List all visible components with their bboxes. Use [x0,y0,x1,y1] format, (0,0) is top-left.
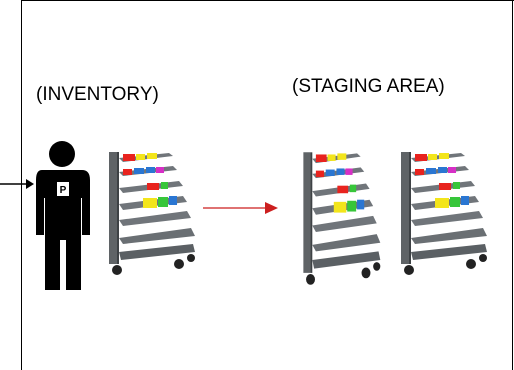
frame-left-border [21,0,22,370]
frame-top-border [21,0,514,1]
frame-right-border [512,0,513,370]
incoming-arrow-icon [0,179,34,189]
person-icon: P [36,141,90,290]
inventory-label: (INVENTORY) [36,84,159,105]
cart-icon-inventory [109,152,195,275]
transfer-arrow-icon [203,202,278,214]
cart-icon-staging-1 [303,152,381,285]
person-badge: P [60,185,67,196]
staging-area-label: (STAGING AREA) [292,76,445,97]
cart-icon-staging-2 [401,152,487,275]
